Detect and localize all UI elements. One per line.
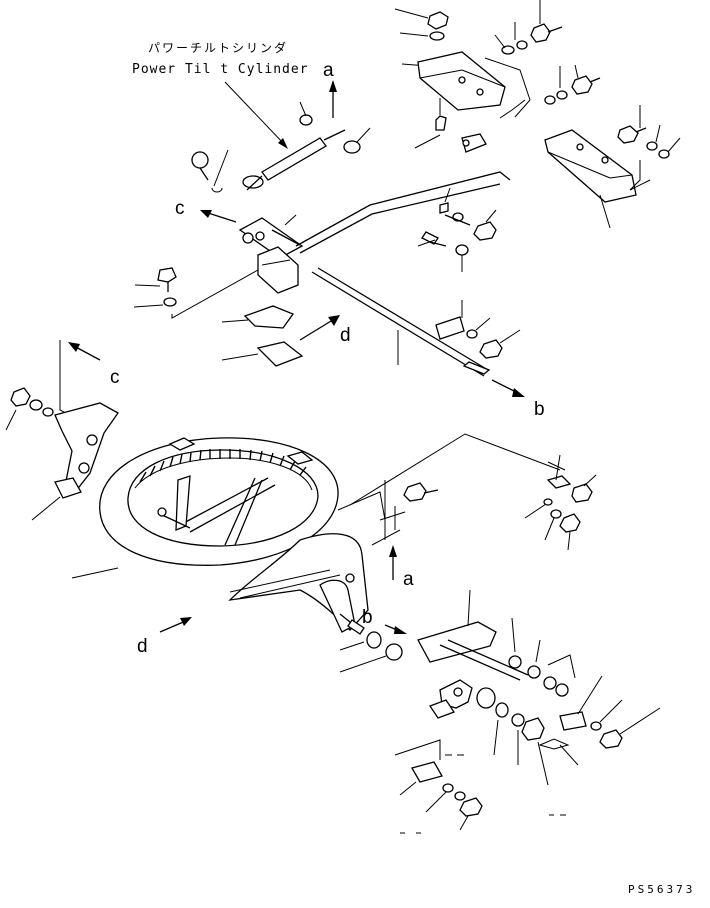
tilt-ring-base [71, 433, 561, 635]
bolt-head [571, 75, 593, 95]
bolt-head [571, 483, 593, 503]
bottom-shim [411, 761, 443, 783]
bolt-head [599, 729, 623, 749]
bolt-head [157, 267, 177, 283]
ref-a-bottom: a [403, 569, 414, 590]
shim-plate [256, 341, 304, 367]
ring-leader [71, 567, 119, 579]
hex-nut [427, 11, 449, 30]
lower-right-assembly [339, 589, 661, 834]
title-leader [224, 81, 286, 146]
top-right-bracket-group [394, 0, 681, 229]
washer [163, 297, 177, 307]
ref-c-left: c [110, 367, 120, 388]
ref-a-top: a [323, 60, 334, 81]
clamp [435, 115, 447, 131]
ring-gear-teeth [139, 449, 307, 483]
bolt-head [617, 125, 639, 144]
tilt-bracket-left [54, 402, 119, 492]
spacer-plate [243, 305, 295, 329]
power-tilt-cylinder [191, 101, 371, 193]
bolt-head [530, 23, 551, 43]
drawing-code: PS56373 [628, 883, 695, 896]
cylinder-pin-top [299, 114, 313, 126]
arm-head [238, 217, 304, 259]
right-mid-fasteners [403, 454, 597, 551]
bolt-head [459, 797, 483, 817]
ref-c-top: c [175, 198, 185, 219]
bolt-head [559, 513, 581, 533]
ref-d-bottom: d [137, 636, 148, 657]
tilt-arm-assembly [133, 171, 521, 377]
title-english: Power Til t Cylinder [132, 62, 309, 77]
cylinder-washer [343, 140, 361, 154]
ring-inner [127, 449, 319, 547]
bolt-head [479, 339, 503, 359]
title-leader-arrowhead [278, 138, 288, 149]
ref-b-bottom: b [362, 607, 373, 628]
bolt-head [10, 387, 31, 407]
snap-ring [211, 187, 223, 193]
lock-nut [521, 717, 545, 741]
left-bracket-group: c [5, 340, 120, 521]
arrow-c-top [204, 211, 237, 223]
ref-b-right: b [534, 399, 545, 420]
arrow-d-top [299, 317, 337, 341]
bolt-head [403, 482, 427, 502]
washer [429, 31, 445, 41]
grease-nipple [191, 151, 209, 169]
yoke [257, 246, 299, 294]
ref-d-top: d [340, 325, 351, 346]
bolt-head [473, 221, 497, 241]
hose-clip [461, 133, 487, 153]
title-japanese: パワーチルトシリンダ [148, 40, 288, 55]
cylinder-barrel [261, 137, 327, 181]
